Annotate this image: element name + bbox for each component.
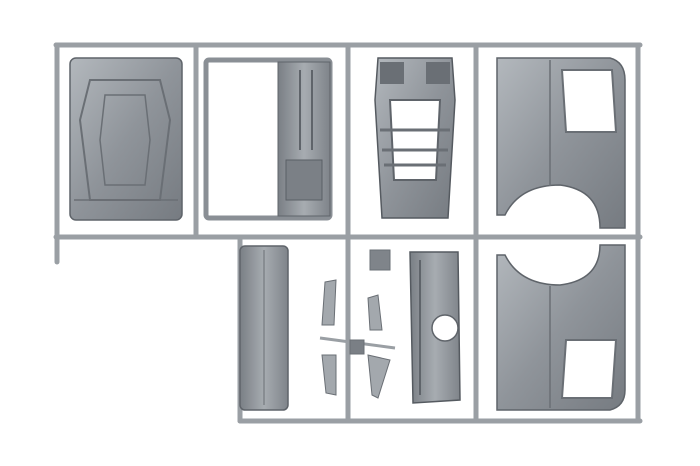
rear-panel [239,245,289,411]
cab-side-lower [496,244,626,411]
front-bumper [409,251,461,404]
front-grille [374,57,456,219]
sprue-frame [53,42,643,424]
cab-side-upper [496,57,626,229]
cab-rear-frame [203,57,333,221]
small-parts [319,249,396,399]
roof-panel [69,57,183,221]
